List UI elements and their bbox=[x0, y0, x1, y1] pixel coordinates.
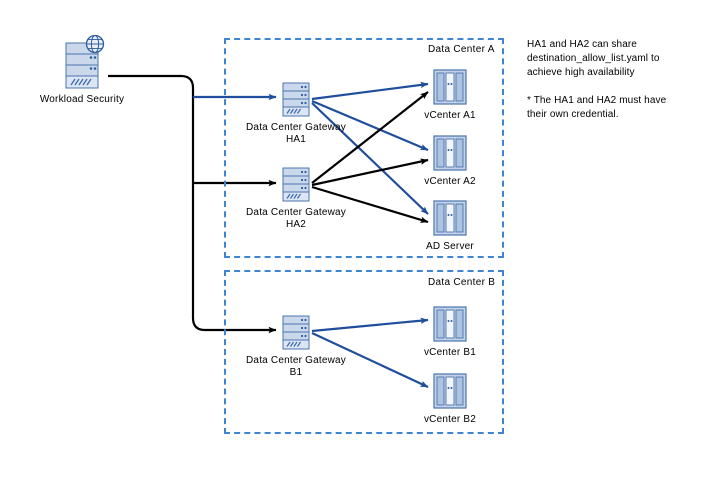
node-vcenter-b2[interactable]: vCenter B2 bbox=[424, 371, 476, 425]
node-gateway-b1[interactable]: Data Center Gateway B1 bbox=[246, 314, 346, 378]
gateway-ha2-label-line2: HA2 bbox=[285, 219, 307, 230]
node-label-vcenter-b2: vCenter B2 bbox=[423, 414, 477, 425]
gateway-b1-label-line2: B1 bbox=[289, 367, 303, 378]
node-label-vcenter-a1: vCenter A1 bbox=[424, 110, 476, 121]
node-label-ad-server: AD Server bbox=[426, 241, 474, 252]
node-label-vcenter-b1: vCenter B1 bbox=[423, 347, 477, 358]
server-cabinet-icon bbox=[433, 200, 467, 236]
node-label-gateway-ha2: Data Center Gateway HA2 bbox=[246, 207, 346, 231]
annotation-note-2: * The HA1 and HA2 must have their own cr… bbox=[527, 95, 667, 120]
node-workload-security[interactable]: Workload Security bbox=[40, 35, 124, 105]
zone-data-center-b bbox=[224, 270, 504, 434]
annotation-note-1: HA1 and HA2 can share destination_allow_… bbox=[527, 39, 660, 78]
node-label-workload-security: Workload Security bbox=[39, 94, 125, 105]
server-cabinet-icon bbox=[433, 306, 467, 342]
gateway-ha1-label-line1: Data Center Gateway bbox=[246, 122, 346, 133]
annotation-notes: HA1 and HA2 can share destination_allow_… bbox=[527, 38, 687, 122]
server-rack-globe-icon bbox=[65, 35, 105, 89]
node-ad-server[interactable]: AD Server bbox=[426, 198, 474, 252]
gateway-rack-icon bbox=[282, 167, 310, 202]
server-cabinet-icon bbox=[433, 135, 467, 171]
zone-label-data-center-a: Data Center A bbox=[428, 44, 495, 55]
gateway-rack-icon bbox=[282, 82, 310, 117]
zone-data-center-a bbox=[224, 38, 504, 258]
node-gateway-ha2[interactable]: Data Center Gateway HA2 bbox=[246, 166, 346, 230]
gateway-ha2-label-line1: Data Center Gateway bbox=[246, 207, 346, 218]
gateway-rack-icon bbox=[282, 315, 310, 350]
node-label-gateway-b1: Data Center Gateway B1 bbox=[246, 355, 346, 379]
server-cabinet-icon bbox=[433, 69, 467, 105]
node-vcenter-a2[interactable]: vCenter A2 bbox=[424, 133, 476, 187]
gateway-b1-label-line1: Data Center Gateway bbox=[246, 355, 346, 366]
node-label-vcenter-a2: vCenter A2 bbox=[424, 176, 476, 187]
node-gateway-ha1[interactable]: Data Center Gateway HA1 bbox=[246, 81, 346, 145]
zone-label-data-center-b: Data Center B bbox=[428, 277, 496, 288]
server-cabinet-icon bbox=[433, 373, 467, 409]
gateway-ha1-label-line2: HA1 bbox=[285, 134, 307, 145]
node-label-gateway-ha1: Data Center Gateway HA1 bbox=[246, 122, 346, 146]
node-vcenter-b1[interactable]: vCenter B1 bbox=[424, 304, 476, 358]
node-vcenter-a1[interactable]: vCenter A1 bbox=[424, 67, 476, 121]
